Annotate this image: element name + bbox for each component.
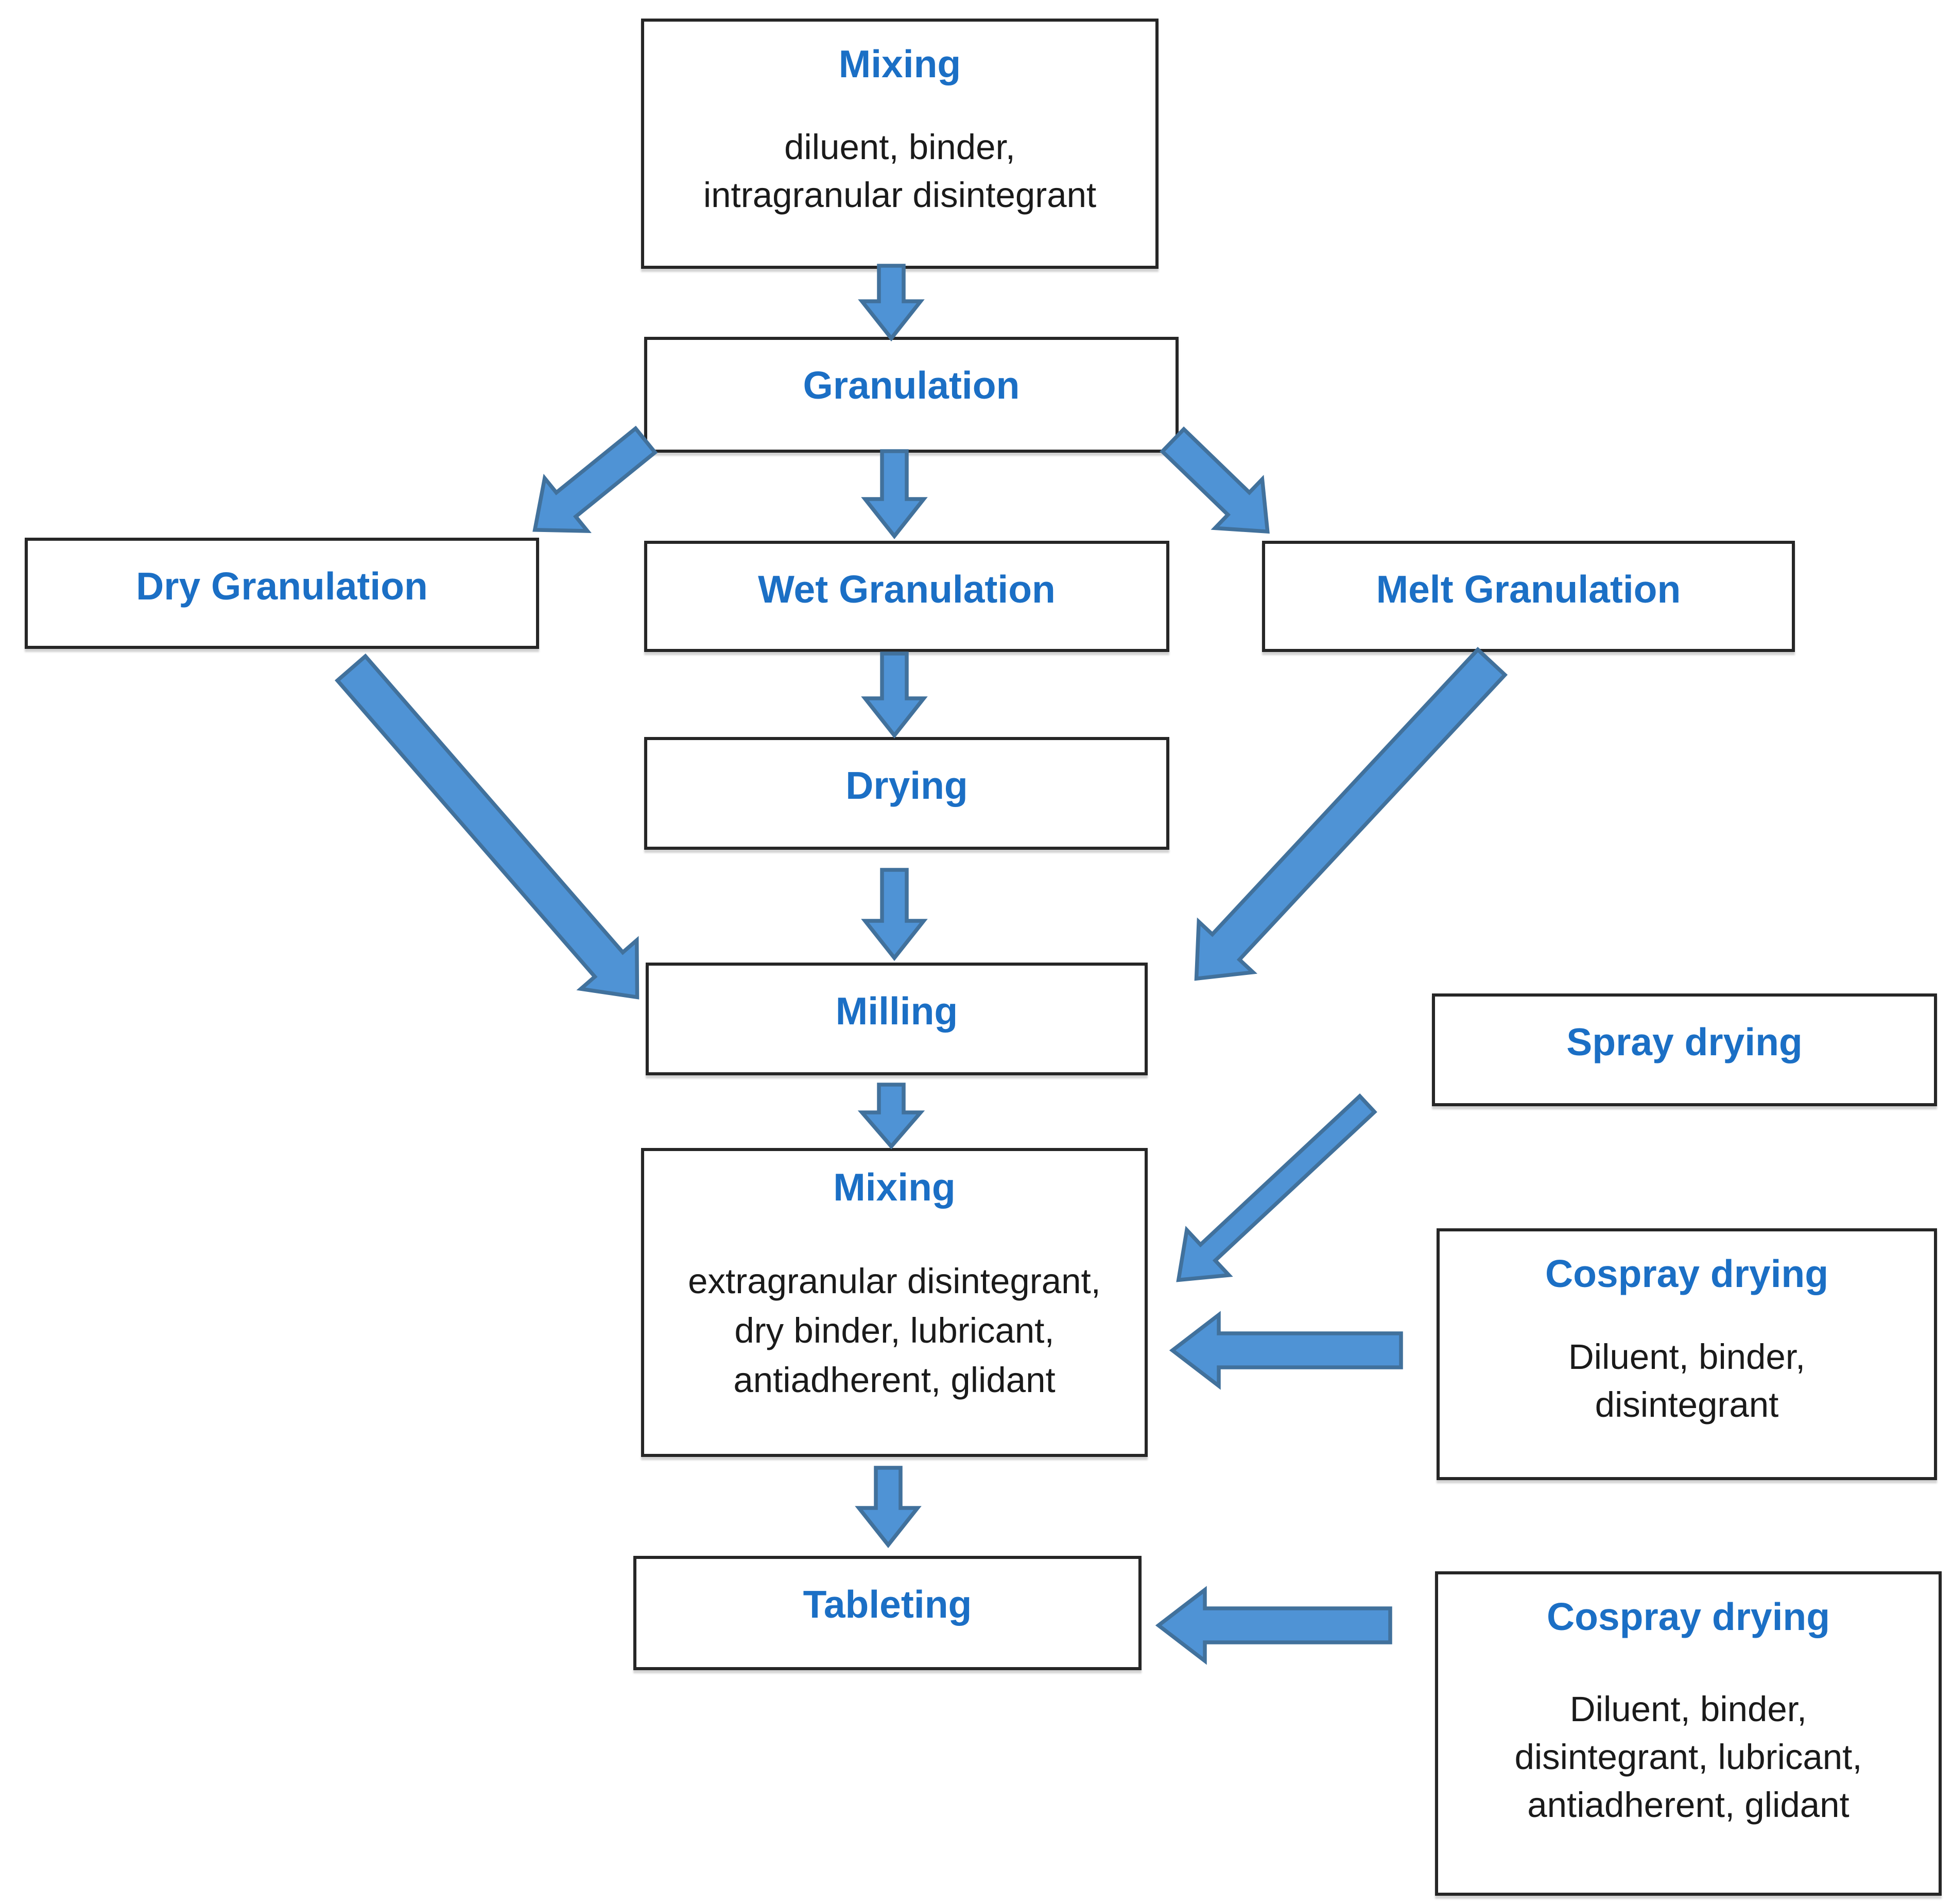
arrow-mixing-initial-to-granulation (858, 264, 925, 342)
node-drying-title: Drying (845, 765, 968, 808)
node-mixing-final-body: extragranular disintegrant, dry binder, … (688, 1261, 1101, 1400)
arrow-granulation-to-melt-granulation (1160, 426, 1270, 534)
arrow-cospray-drying-to-tableting (1155, 1586, 1392, 1665)
node-wet-granulation: Wet Granulation (644, 541, 1169, 652)
arrow-mixing-final-to-tableting (855, 1466, 922, 1549)
node-melt-granulation: Melt Granulation (1262, 541, 1795, 652)
node-cospray-drying-to-tableting-body: Diluent, binder, disintegrant, lubricant… (1514, 1689, 1862, 1825)
node-spray-drying-title: Spray drying (1566, 1021, 1803, 1065)
node-cospray-drying-to-mixing: Cospray drying Diluent, binder, disinteg… (1437, 1228, 1937, 1480)
arrow-cospray-drying-to-mixing-final (1169, 1311, 1403, 1390)
arrow-granulation-to-wet-granulation (861, 449, 928, 540)
node-dry-granulation: Dry Granulation (25, 538, 539, 649)
node-dry-granulation-title: Dry Granulation (136, 565, 428, 609)
node-mixing-initial-body: diluent, binder, intragranular disintegr… (703, 127, 1097, 215)
node-granulation: Granulation (644, 337, 1179, 453)
node-mixing-final: Mixing extragranular disintegrant, dry b… (641, 1148, 1148, 1457)
arrow-dry-granulation-to-milling (335, 653, 640, 1000)
arrow-milling-to-mixing-final (857, 1083, 925, 1150)
node-milling: Milling (646, 963, 1148, 1075)
arrow-granulation-to-dry-granulation (532, 425, 658, 533)
arrow-wet-granulation-to-drying (861, 651, 928, 739)
node-cospray-drying-to-mixing-title: Cospray drying (1545, 1253, 1829, 1296)
node-cospray-drying-to-tableting: Cospray drying Diluent, binder, disinteg… (1435, 1571, 1942, 1896)
node-mixing-initial: Mixing diluent, binder, intragranular di… (641, 19, 1159, 269)
node-cospray-drying-to-tableting-title: Cospray drying (1546, 1596, 1830, 1639)
node-tableting-title: Tableting (803, 1584, 972, 1627)
arrow-spray-drying-to-mixing-final (1176, 1093, 1377, 1282)
arrow-melt-granulation-to-milling (1194, 646, 1508, 981)
node-granulation-title: Granulation (803, 365, 1020, 408)
node-tableting: Tableting (633, 1556, 1142, 1670)
arrow-drying-to-milling (861, 868, 928, 962)
node-milling-title: Milling (835, 990, 958, 1034)
node-melt-granulation-title: Melt Granulation (1376, 569, 1681, 612)
node-mixing-initial-title: Mixing (838, 43, 961, 87)
node-mixing-final-title: Mixing (833, 1167, 956, 1210)
node-drying: Drying (644, 737, 1169, 850)
node-wet-granulation-title: Wet Granulation (758, 569, 1056, 612)
node-cospray-drying-to-mixing-body: Diluent, binder, disintegrant (1568, 1336, 1806, 1425)
node-spray-drying: Spray drying (1432, 993, 1937, 1106)
